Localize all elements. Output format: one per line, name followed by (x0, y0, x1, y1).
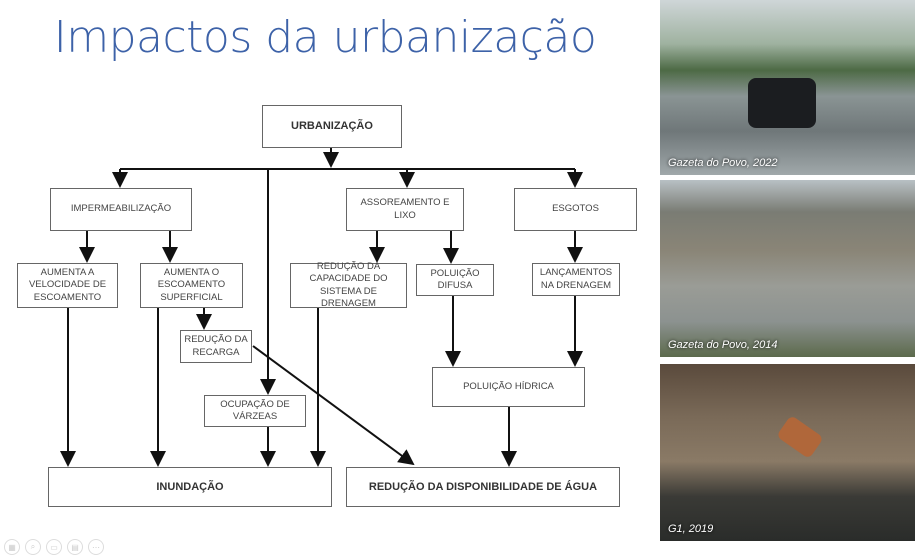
node-poluicao-difusa: POLUIÇÃO DIFUSA (416, 264, 494, 296)
folder-icon[interactable]: ▤ (67, 539, 83, 555)
photo-caption: G1, 2019 (668, 523, 714, 535)
node-varzeas: OCUPAÇÃO DE VÁRZEAS (204, 395, 306, 427)
node-disponibilidade: REDUÇÃO DA DISPONIBILIDADE DE ÁGUA (346, 467, 620, 507)
node-esgotos: ESGOTOS (514, 188, 637, 231)
node-velocidade: AUMENTA A VELOCIDADE DE ESCOAMENTO (17, 263, 118, 308)
diagram-connectors (60, 148, 583, 467)
view-icon[interactable]: ▭ (46, 539, 62, 555)
pipe-shape (776, 414, 824, 460)
node-assoreamento: ASSOREAMENTO E LIXO (346, 188, 464, 231)
zoom-icon[interactable]: ⌕ (25, 539, 41, 555)
slides-icon[interactable]: ▦ (4, 539, 20, 555)
photo-caption: Gazeta do Povo, 2014 (668, 339, 778, 351)
node-escoamento: AUMENTA O ESCOAMENTO SUPERFICIAL (140, 263, 243, 308)
node-capacidade: REDUÇÃO DA CAPACIDADE DO SISTEMA DE DREN… (290, 261, 407, 309)
photo-flooded-city: Gazeta do Povo, 2014 (660, 180, 915, 357)
node-urbanizacao: URBANIZAÇÃO (262, 105, 402, 148)
presentation-toolbar: ▦ ⌕ ▭ ▤ ⋯ (4, 539, 104, 555)
node-inundacao: INUNDAÇÃO (48, 467, 332, 507)
node-lancamentos: LANÇAMENTOS NA DRENAGEM (532, 263, 620, 296)
car-shape (748, 78, 816, 128)
more-icon[interactable]: ⋯ (88, 539, 104, 555)
node-poluicao-hidrica: POLUIÇÃO HÍDRICA (432, 367, 585, 407)
node-recarga: REDUÇÃO DA RECARGA (180, 330, 252, 363)
photo-flooded-street: Gazeta do Povo, 2022 (660, 0, 915, 175)
photo-sewage-pipe: G1, 2019 (660, 364, 915, 541)
slide-title: Impactos da urbanização (53, 12, 597, 63)
photo-caption: Gazeta do Povo, 2022 (668, 157, 778, 169)
node-impermeabilizacao: IMPERMEABILIZAÇÃO (50, 188, 192, 231)
